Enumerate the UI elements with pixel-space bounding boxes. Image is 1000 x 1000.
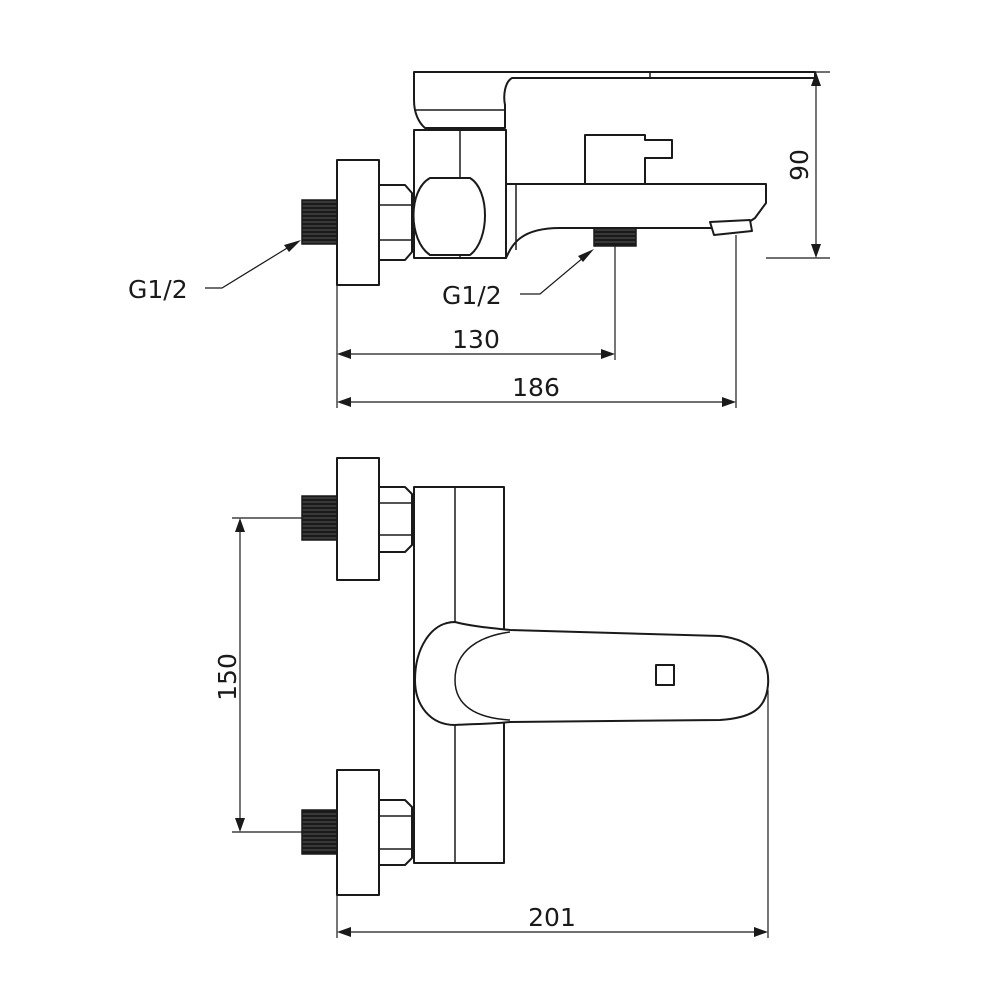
side-hex-nut bbox=[378, 184, 413, 261]
top-upper-nut bbox=[378, 486, 413, 553]
side-wall-flange bbox=[336, 159, 380, 286]
side-lever-handle bbox=[413, 71, 816, 129]
side-outlet-thread bbox=[593, 227, 637, 247]
top-upper-flange bbox=[336, 457, 380, 581]
top-upper-thread bbox=[301, 495, 338, 541]
side-view: 90 G1/2 G1/2 130 186 bbox=[128, 71, 830, 408]
top-lower-nut bbox=[378, 799, 413, 866]
inlet-thread-label: G1/2 bbox=[128, 275, 188, 304]
side-spout bbox=[505, 183, 767, 259]
side-spout-tip bbox=[709, 219, 753, 236]
outlet-thread-label: G1/2 bbox=[442, 281, 502, 310]
side-diverter-knob bbox=[584, 134, 673, 185]
top-lower-flange bbox=[336, 769, 380, 896]
top-diverter-knob bbox=[655, 664, 675, 686]
spout-outlet-distance-label: 130 bbox=[452, 325, 500, 354]
side-body-cap bbox=[412, 177, 486, 256]
top-view: 150 201 bbox=[213, 457, 770, 938]
top-spout bbox=[414, 621, 770, 726]
inlet-spacing-label: 150 bbox=[213, 653, 242, 701]
top-lower-thread bbox=[301, 809, 338, 855]
total-depth-label: 201 bbox=[528, 903, 576, 932]
side-inlet-thread bbox=[301, 199, 338, 245]
height-dimension-label: 90 bbox=[785, 149, 814, 181]
spout-length-label: 186 bbox=[512, 373, 560, 402]
